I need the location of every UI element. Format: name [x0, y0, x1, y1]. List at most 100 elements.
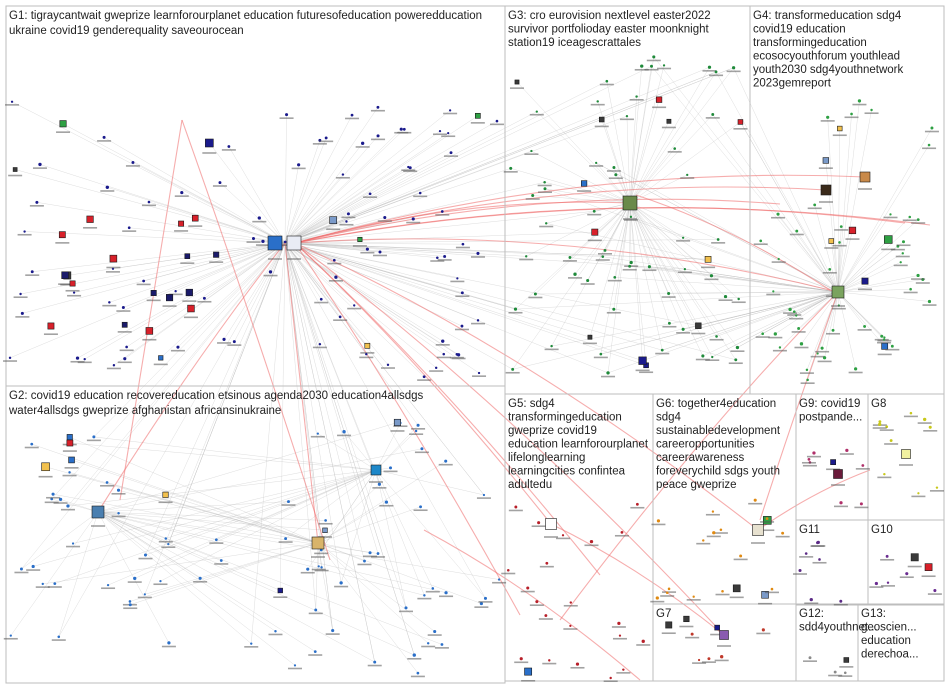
node-handle-smudge [357, 563, 372, 566]
node-g4-53 [861, 277, 869, 285]
node-handle-smudge [214, 563, 229, 565]
node-g4-39 [822, 157, 830, 164]
node-g3-34 [625, 114, 629, 118]
node-handle-smudge [509, 87, 524, 89]
node-handle-smudge [97, 140, 112, 142]
edge-cross-30 [284, 242, 643, 361]
hub-node-g4-4 [820, 184, 832, 196]
node-handle-smudge [810, 355, 825, 358]
node-g2-33 [57, 635, 61, 639]
edge-g4-2 [837, 214, 891, 293]
node-g1-45 [283, 240, 287, 244]
node-g11-3 [804, 552, 808, 555]
edge-g1-37 [284, 211, 443, 244]
node-handle-smudge [677, 271, 692, 274]
node-handle-smudge [326, 228, 341, 231]
node-g1-84 [30, 270, 34, 274]
node-handle-smudge [520, 590, 535, 593]
edge-cross-0 [284, 242, 699, 326]
node-handle-smudge [537, 191, 552, 194]
node-g3-55 [635, 95, 638, 98]
node-g2-50 [31, 564, 35, 569]
edge-g2-21 [21, 511, 99, 570]
node-handle-smudge [268, 258, 282, 260]
node-g3-63 [683, 268, 687, 271]
node-handle-smudge [662, 325, 677, 328]
edge-red-g1-g2-b [181, 119, 331, 561]
edge-g3-15 [629, 99, 660, 204]
node-g1-63 [222, 337, 226, 341]
node-handle-smudge [174, 195, 189, 197]
group-label-g4-line-4: youth2030 sdg4youthnetwork [753, 64, 903, 76]
edge-g3-55 [629, 96, 637, 204]
node-g1-90 [365, 352, 368, 356]
node-handle-smudge [363, 196, 378, 198]
node-g7-4 [714, 624, 720, 631]
edge-g4-3 [796, 230, 839, 293]
node-g5-21 [589, 539, 594, 544]
node-handle-smudge [455, 295, 470, 298]
node-g2-4 [479, 601, 483, 606]
node-g12-2 [833, 670, 837, 674]
edge-g4-25 [831, 241, 839, 293]
node-g5-13 [514, 505, 518, 509]
node-handle-smudge [562, 260, 577, 262]
node-handle-smudge [470, 256, 485, 258]
node-handle-smudge [355, 146, 370, 148]
node-handle-smudge [279, 117, 294, 119]
node-handle-smudge [437, 259, 452, 261]
node-g3-51 [650, 64, 653, 68]
node-handle-smudge [927, 593, 942, 595]
node-g5-15 [569, 624, 572, 628]
node-g1-16 [232, 340, 236, 344]
edge-g2-g1-17 [284, 242, 485, 496]
node-g1-31 [341, 173, 345, 176]
node-g1-9 [218, 181, 222, 184]
node-handle-smudge [310, 435, 325, 438]
edge-g2-36 [97, 511, 252, 644]
node-g3-25 [629, 260, 633, 265]
node-handle-smudge [421, 645, 436, 648]
node-g4-44 [899, 261, 902, 264]
node-handle-smudge [616, 672, 631, 674]
node-g3-47 [707, 65, 712, 69]
node-g3-37 [599, 352, 603, 356]
node-handle-smudge [369, 481, 383, 483]
node-g7-3 [761, 628, 765, 632]
node-handle-smudge [377, 220, 392, 222]
node-handle-smudge [141, 204, 156, 207]
node-handle-smudge [327, 262, 342, 265]
node-handle-smudge [360, 251, 375, 254]
node-handle-smudge [417, 597, 432, 600]
node-handle-smudge [879, 429, 894, 431]
node-handle-smudge [902, 219, 917, 222]
node-handle-smudge [180, 262, 195, 264]
edge-g2-g1-26 [251, 242, 286, 644]
edge-g3-35 [515, 202, 631, 310]
node-g2-7 [66, 434, 73, 441]
edge-g1-20 [284, 130, 441, 244]
edge-g4-22 [837, 291, 856, 369]
group-label-g11-line-0: G11 [799, 524, 820, 536]
node-g2-27 [287, 500, 290, 504]
node-g2-76 [143, 593, 146, 596]
node-g10-5 [905, 572, 909, 576]
edge-g2-44 [343, 431, 377, 471]
edge-g1-88 [284, 129, 405, 244]
node-handle-smudge [255, 244, 270, 246]
node-g3-64 [531, 194, 535, 198]
node-handle-smudge [345, 117, 360, 120]
node-handle-smudge [328, 280, 343, 282]
node-g4-31 [797, 327, 801, 330]
node-g3-1 [603, 248, 607, 252]
node-g2-30 [324, 519, 327, 522]
edge-g4-38 [837, 226, 842, 293]
node-handle-smudge [733, 558, 748, 561]
node-g3-48 [612, 166, 616, 169]
node-handle-smudge [874, 338, 889, 341]
edge-g1-52 [62, 123, 286, 244]
node-g6-0 [732, 584, 741, 593]
node-handle-smudge [383, 470, 398, 473]
node-g3-68 [550, 344, 553, 348]
node-g2-78 [117, 511, 120, 515]
